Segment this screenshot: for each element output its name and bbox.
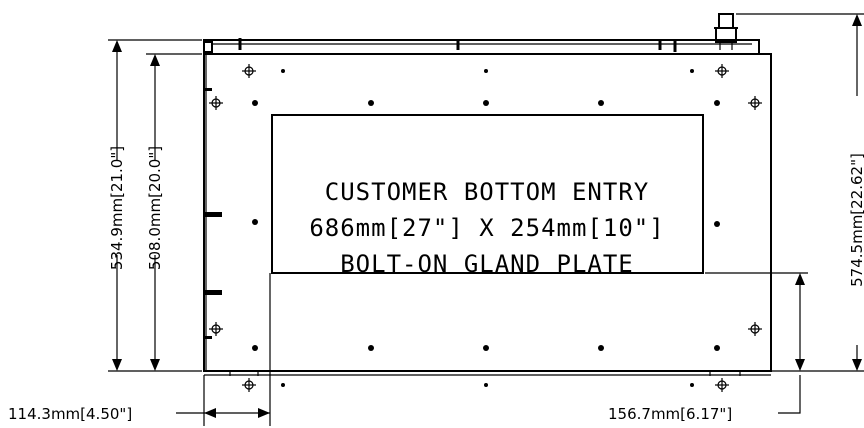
mounting-holes <box>209 64 762 392</box>
dim-left-offset <box>176 273 271 426</box>
left-brackets <box>204 88 222 339</box>
top-rail <box>203 38 760 55</box>
dim-left-offset-label: 114.3mm[4.50"] <box>8 405 132 423</box>
gland-plate <box>271 114 704 274</box>
plate-title: CUSTOMER BOTTOM ENTRY <box>325 178 649 206</box>
dim-overall-height-label: 534.9mm[21.0"] <box>108 146 126 270</box>
lifting-lug <box>714 13 738 50</box>
dim-inner-height-label: 508.0mm[20.0"] <box>146 146 164 270</box>
dim-bottom-offset-label: 156.7mm[6.17"] <box>608 405 732 423</box>
dim-inner-height <box>146 53 202 371</box>
dim-right-height <box>736 13 864 372</box>
bolt-holes <box>252 69 720 387</box>
plate-size: 686mm[27"] X 254mm[10"] <box>309 214 664 242</box>
plate-type: BOLT-ON GLAND PLATE <box>340 250 634 278</box>
dim-overall-height <box>108 39 202 372</box>
dim-right-height-label: 574.5mm[22.62"] <box>848 153 864 287</box>
dim-bottom-offset <box>705 272 808 414</box>
